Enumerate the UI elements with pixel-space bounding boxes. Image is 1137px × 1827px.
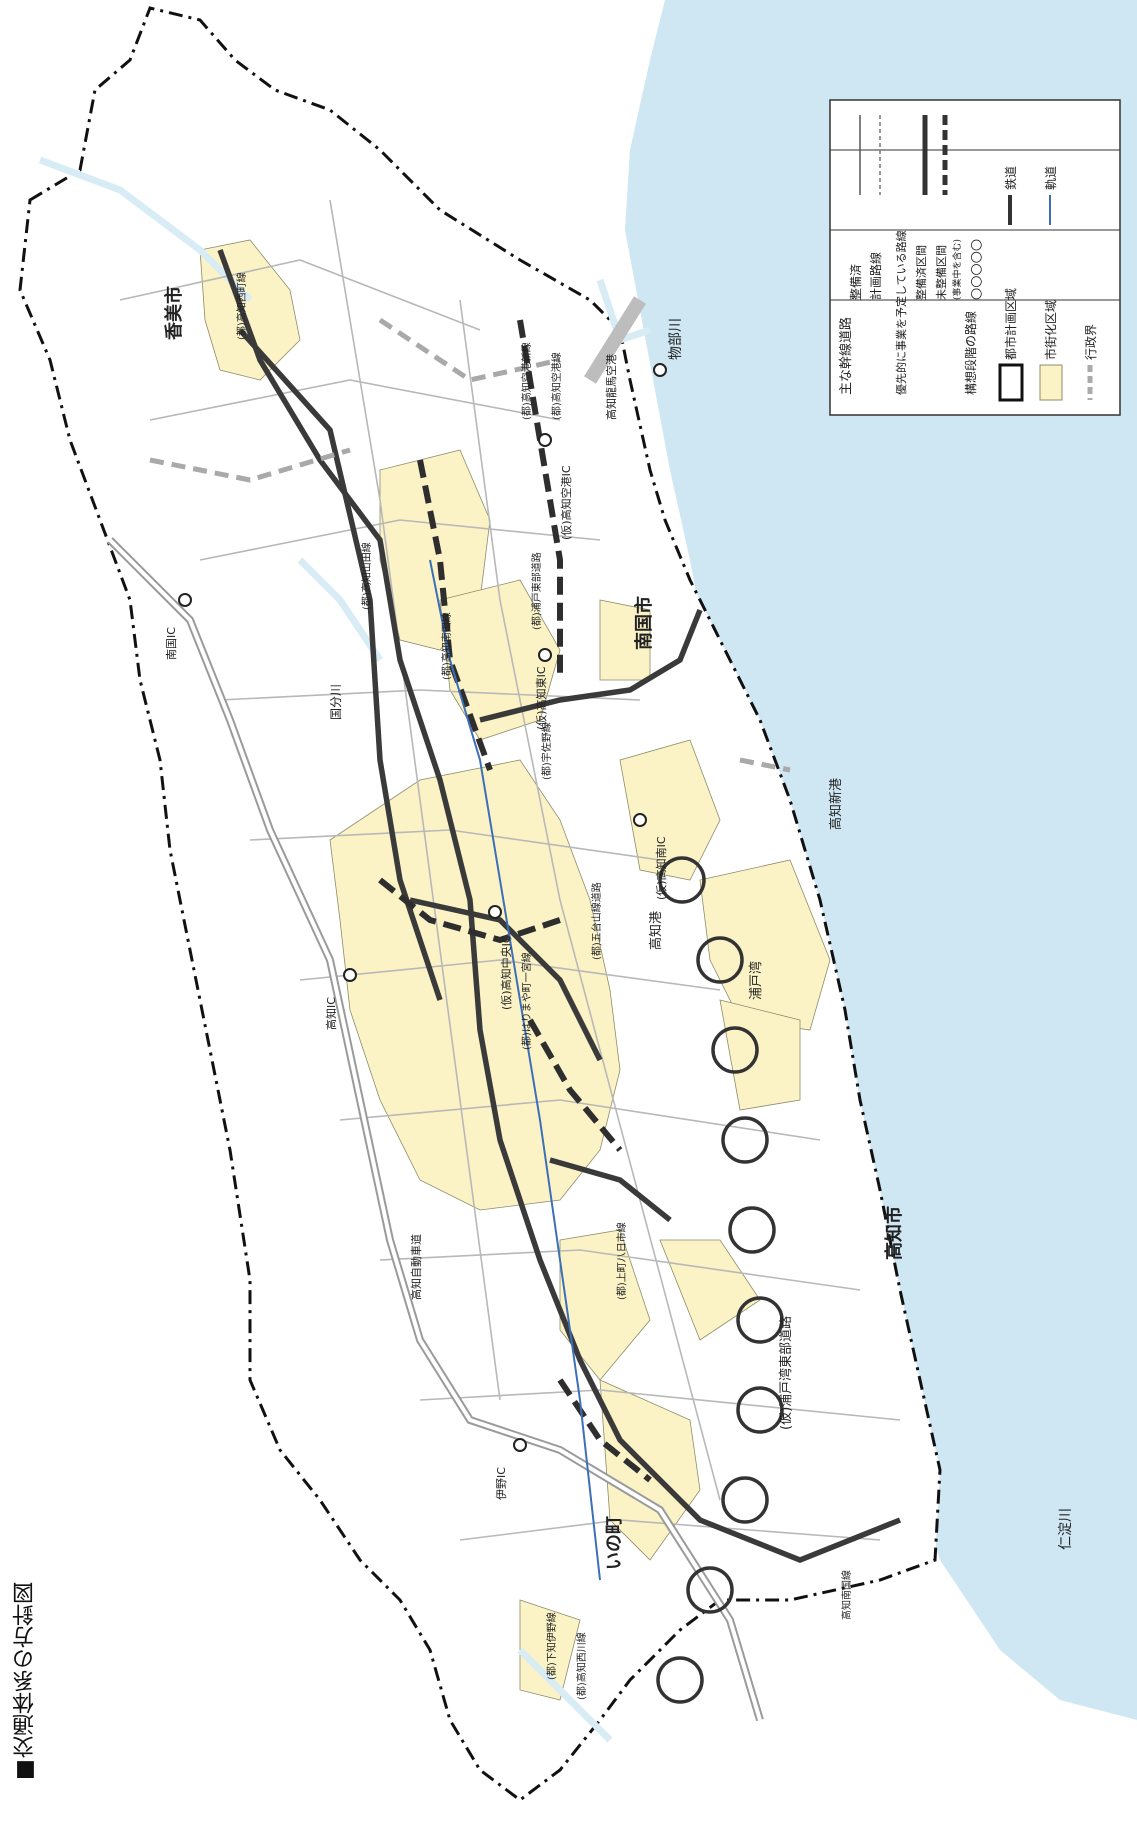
page-title: ■交通体系の方針図 <box>13 1582 38 1783</box>
label-urado: 浦戸湾 <box>748 961 764 1000</box>
legend-admin-boundary: 行政界 <box>1084 324 1098 360</box>
label-kochi-east-ic: (仮)高知東IC <box>534 666 548 730</box>
label-kochi-south-ic: (仮)高知南IC <box>654 836 668 900</box>
legend-major-road-planned: 計画路線 <box>868 252 883 300</box>
concept-route <box>656 856 784 1704</box>
label-kochi: 高知市 <box>883 1206 905 1260</box>
legend: 主な幹線道路 整備済 計画路線 優先的に事業を予定している路線 整備済区間 未整… <box>829 99 1121 416</box>
label-road-r14: 高知自動車道 <box>409 1234 423 1300</box>
label-konan: 香美市 <box>163 286 185 341</box>
label-road-r10: (都)上町八日市線 <box>615 1222 628 1300</box>
legend-priority-unbuilt: 未整備区間 <box>934 245 948 300</box>
place-labels: 香美市 南国市 高知市 いの町 浦戸湾 高知港 高知新港 物部川 仁淀川 国分川… <box>163 286 1074 1570</box>
label-road-r13: (仮)浦戸湾東部道路 <box>778 1316 794 1430</box>
priority-roads <box>378 319 652 1483</box>
label-road-r1: (都)高知西町線 <box>235 272 248 340</box>
legend-priority-built: 整備済区間 <box>914 245 928 300</box>
label-airport-ic: (仮)高知空港IC <box>559 465 573 540</box>
label-airport: 高知龍馬空港 <box>604 354 618 420</box>
label-road-r8: (都)はりまや町一宮線 <box>520 952 533 1050</box>
sea-area <box>625 0 1137 1720</box>
legend-railway: 鉄道 <box>1003 166 1018 190</box>
legend-priority-note: (事業中を含む) <box>951 239 963 300</box>
tram-line <box>429 559 601 1581</box>
label-kochi-ic: 高知IC <box>324 997 338 1030</box>
label-road-r9: (都)五台山線道路 <box>590 882 603 960</box>
planned-roads <box>149 317 791 773</box>
legend-box <box>829 99 1121 416</box>
label-ino-ic: 伊野IC <box>495 1467 508 1500</box>
label-road-r2: (都)高知空港新線 <box>520 342 533 420</box>
label-road-r3: (都)高知空港線 <box>550 352 563 420</box>
highway-core <box>108 538 762 1721</box>
label-kochi-port: 高知港 <box>648 911 664 950</box>
label-road-r6: (都)高知南国線 <box>440 612 453 680</box>
ic-markers <box>178 363 667 1452</box>
airport-runway <box>584 296 646 384</box>
minor-roads <box>119 199 901 1541</box>
label-road-r4: (都)高知山田線 <box>360 542 373 610</box>
label-road-r15: 高知南国線 <box>840 1570 853 1620</box>
label-nankoku-ic: 南国IC <box>165 627 178 660</box>
label-kochi-central-ic: (仮)高知中央IC <box>499 935 513 1010</box>
label-road-r5: (都)浦戸東部道路 <box>530 552 543 630</box>
label-nankoku: 南国市 <box>633 596 655 650</box>
legend-tram: 軌道 <box>1043 166 1058 190</box>
ic-labels: 南国IC 高知IC 伊野IC (仮)高知空港IC (仮)高知東IC (仮)高知南… <box>165 465 668 1500</box>
label-monobe: 物部川 <box>668 318 684 360</box>
label-niyodo: 仁淀川 <box>1058 1508 1074 1550</box>
legend-concept-road: 構想段階の路線 <box>963 311 978 395</box>
label-road-r12: (都)高知西川線 <box>575 1632 588 1700</box>
road-labels: (都)高知西町線 (都)高知空港新線 (都)高知空港線 (都)高知山田線 (都)… <box>235 272 853 1700</box>
label-road-r7: (都)宇佐野線 <box>540 722 553 780</box>
label-ino: いの町 <box>604 1516 625 1570</box>
legend-urban-swatch <box>1039 364 1063 401</box>
legend-concept-symbol: ○○○○○ <box>968 239 984 300</box>
legend-priority-road: 優先的に事業を予定している路線 <box>894 230 908 395</box>
legend-city-area: 都市計画区域 <box>1003 288 1018 360</box>
label-kokubu: 国分川 <box>329 684 343 720</box>
legend-city-area-swatch <box>998 363 1024 402</box>
legend-major-road-built: 整備済 <box>848 264 863 300</box>
legend-urban-area: 市街化区域 <box>1043 300 1058 360</box>
label-kochi-shinko: 高知新港 <box>828 778 844 830</box>
label-road-r11: (都)下知伊野線 <box>545 1612 558 1680</box>
legend-major-road: 主な幹線道路 <box>838 317 854 395</box>
